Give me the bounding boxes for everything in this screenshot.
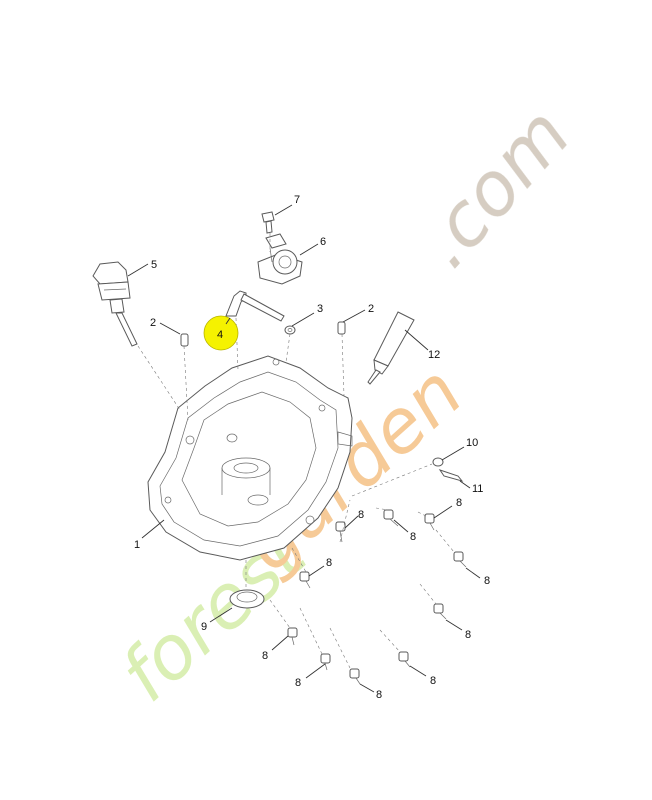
sealant-tube-part-12 <box>367 311 415 385</box>
o-ring-part-3 <box>284 325 296 335</box>
bolt-8g <box>287 627 298 646</box>
seal-ring-part-9 <box>229 589 265 609</box>
callout-8-f: 8 <box>465 629 471 641</box>
callout-9: 9 <box>201 621 207 633</box>
dowel-pin-right-part-2 <box>337 321 346 335</box>
callout-11: 11 <box>472 483 483 495</box>
callout-labels: 1 2 2 3 4 5 6 7 9 10 11 12 8 8 8 8 8 8 8… <box>134 194 490 701</box>
bolt-8c <box>424 513 435 531</box>
callout-2-left: 2 <box>150 317 156 329</box>
dowel-pin-left-part-2 <box>180 333 189 347</box>
callout-8-g: 8 <box>262 650 268 662</box>
callout-1: 1 <box>134 539 140 551</box>
callout-8-h: 8 <box>430 675 436 687</box>
callout-10: 10 <box>466 437 478 449</box>
bolt-8a <box>335 521 346 543</box>
callout-8-b: 8 <box>410 531 416 543</box>
callout-8-j: 8 <box>376 689 382 701</box>
housing-part-1 <box>147 355 353 561</box>
callout-8-a: 8 <box>358 509 364 521</box>
callout-5: 5 <box>151 259 157 271</box>
bolt-8i <box>320 653 331 671</box>
bolt-8d <box>299 571 311 589</box>
bolts-part-8 <box>287 509 467 685</box>
bolt-8e <box>453 551 467 568</box>
callout-12: 12 <box>428 349 440 361</box>
bolt-8f <box>433 603 447 620</box>
assembly-dashed-lines <box>137 233 455 669</box>
bolt-8j <box>349 668 361 685</box>
callout-4: 4 <box>217 329 223 341</box>
callout-8-e: 8 <box>484 575 490 587</box>
nut-part-10 <box>432 457 444 467</box>
callout-8-i: 8 <box>295 677 301 689</box>
callout-3: 3 <box>317 303 323 315</box>
callout-6: 6 <box>320 236 326 248</box>
bolt-8b <box>383 509 399 527</box>
callout-8-d: 8 <box>326 557 332 569</box>
tube-part-4 <box>225 290 285 322</box>
callout-8-c: 8 <box>456 497 462 509</box>
dipstick-part-5 <box>92 261 138 347</box>
leader-lines <box>127 204 481 693</box>
bolt-8h <box>398 651 411 668</box>
callout-2-right: 2 <box>368 303 374 315</box>
clip-part-11 <box>438 469 464 482</box>
callout-7: 7 <box>294 194 300 206</box>
watermark-text-com: .com <box>401 92 586 284</box>
gear-assembly-part-6 <box>257 233 303 285</box>
screw-part-7 <box>261 211 275 234</box>
highlight-marker-part-4 <box>203 315 239 351</box>
